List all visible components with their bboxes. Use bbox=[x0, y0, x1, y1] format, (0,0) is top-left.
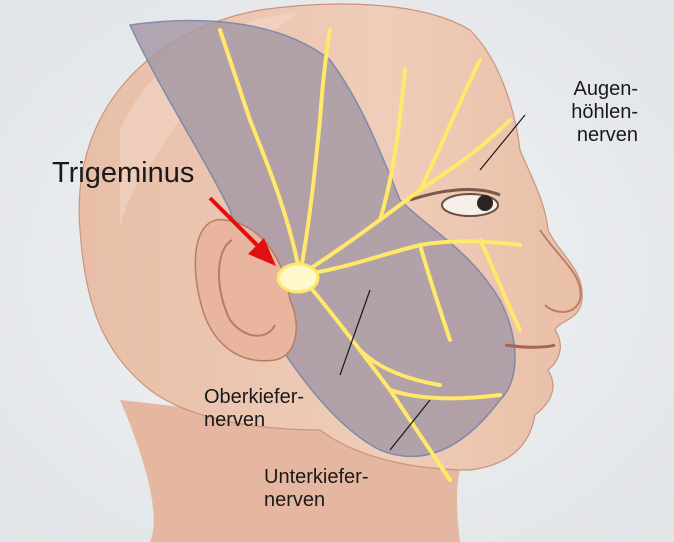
label-mandibular-line-2: nerven bbox=[264, 489, 368, 512]
trigeminal-ganglion bbox=[278, 264, 318, 292]
label-maxillary-line-2: nerven bbox=[204, 409, 304, 432]
label-ophthalmic-line-3: nerven bbox=[520, 124, 638, 147]
label-mandibular-nerves: Unterkiefer- nerven bbox=[264, 466, 368, 512]
label-maxillary-nerves: Oberkiefer- nerven bbox=[204, 386, 304, 432]
label-ophthalmic-nerves: Augen- höhlen- nerven bbox=[520, 78, 638, 148]
label-ophthalmic-line-1: Augen- bbox=[520, 78, 638, 101]
label-trigeminus: Trigeminus bbox=[52, 157, 194, 191]
label-mandibular-line-1: Unterkiefer- bbox=[264, 466, 368, 489]
pupil bbox=[477, 195, 493, 211]
label-maxillary-line-1: Oberkiefer- bbox=[204, 386, 304, 409]
label-ophthalmic-line-2: höhlen- bbox=[520, 101, 638, 124]
